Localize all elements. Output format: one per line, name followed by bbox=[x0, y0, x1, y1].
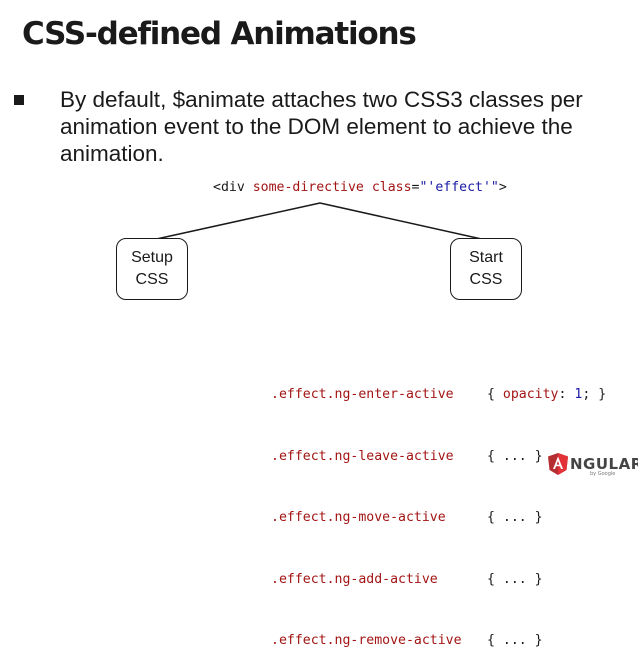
angularjs-logo: NGULARJS bbox=[548, 452, 638, 476]
setup-css-node: Setup CSS bbox=[116, 238, 188, 300]
code-value: "'effect'" bbox=[419, 180, 499, 195]
bullet-text: By default, $animate attaches two CSS3 c… bbox=[60, 87, 583, 166]
css-body-close: ; } bbox=[582, 387, 607, 402]
connector-left bbox=[151, 202, 321, 241]
css-rule: .effect.ng-add-active { ... } bbox=[271, 570, 606, 591]
css-body: { ... } bbox=[487, 571, 543, 587]
css-sep: : bbox=[558, 387, 575, 402]
node-label-line1: Setup bbox=[131, 249, 173, 266]
code-open: <div bbox=[213, 180, 253, 195]
css-rules-block: .effect.ng-enter-active { opacity: 1; } .… bbox=[271, 344, 606, 672]
css-body: { bbox=[487, 387, 503, 402]
css-rule: .effect.ng-enter-active { opacity: 1; } bbox=[271, 385, 606, 406]
css-rule: .effect.ng-leave-active { ... } bbox=[271, 447, 606, 468]
css-selector: .effect.ng-enter-active bbox=[271, 387, 454, 402]
code-space bbox=[364, 180, 372, 195]
css-selector: .effect.ng-move-active bbox=[271, 510, 446, 525]
start-css-node: Start CSS bbox=[450, 238, 522, 300]
node-label-line2: CSS bbox=[469, 271, 503, 288]
css-rule: .effect.ng-move-active { ... } bbox=[271, 508, 606, 529]
code-close: > bbox=[498, 180, 507, 195]
css-body: { ... } bbox=[487, 633, 543, 648]
css-value: 1 bbox=[574, 387, 583, 402]
node-label-line1: Start bbox=[469, 249, 503, 266]
css-selector: .effect.ng-add-active bbox=[271, 571, 438, 587]
node-label-line2: CSS bbox=[135, 271, 169, 288]
logo-text: NGULARJS bbox=[570, 455, 638, 473]
code-eq: = bbox=[411, 180, 420, 195]
css-prop: opacity bbox=[502, 387, 559, 402]
connector-right bbox=[319, 202, 487, 241]
css-selector: .effect.ng-leave-active bbox=[271, 448, 454, 464]
code-directive: some-directive bbox=[252, 180, 364, 195]
css-body: { ... } bbox=[487, 510, 543, 525]
tree-connectors bbox=[151, 202, 487, 241]
slide-title: CSS-defined Animations bbox=[22, 16, 417, 52]
css-selector: .effect.ng-remove-active bbox=[271, 633, 462, 648]
root-code: <div some-directive class="'effect'"> bbox=[213, 180, 507, 195]
square-bullet-icon bbox=[14, 95, 24, 105]
angularjs-shield-icon bbox=[548, 453, 568, 475]
css-body: { ... } bbox=[487, 448, 543, 464]
logo-subtext: by Google bbox=[590, 471, 616, 477]
code-attr: class bbox=[371, 180, 412, 195]
css-rule: .effect.ng-remove-active { ... } bbox=[271, 631, 606, 652]
